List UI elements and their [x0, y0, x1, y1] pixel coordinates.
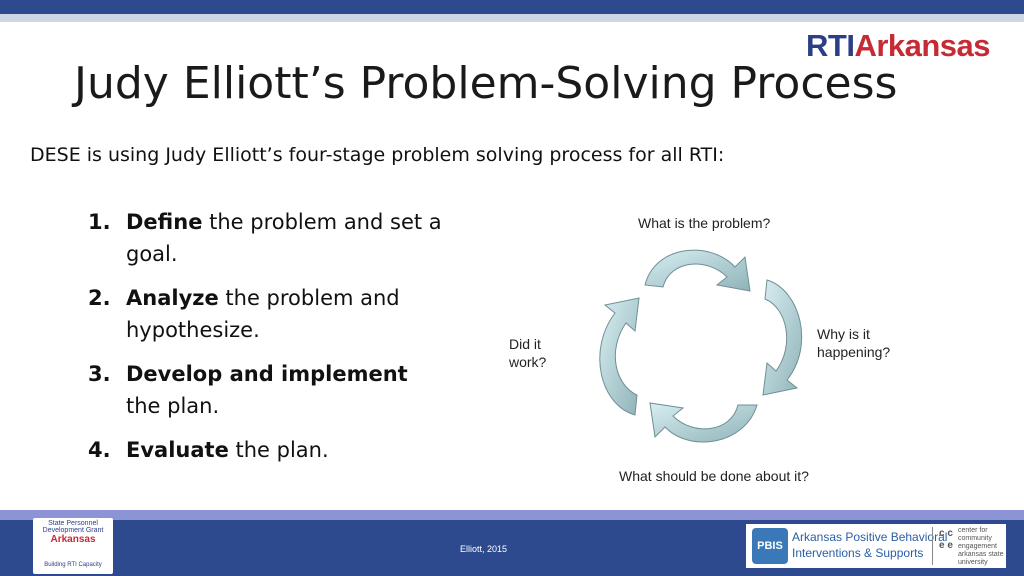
- logo-divider: [932, 527, 933, 565]
- ccee-line4: arkansas state: [958, 551, 1004, 558]
- step-keyword: Define: [126, 210, 203, 234]
- diagram-label-top: What is the problem?: [638, 215, 771, 231]
- footer-accent-strip: [0, 510, 1024, 520]
- cycle-arrow-top: [644, 249, 751, 292]
- slide-title: Judy Elliott’s Problem-Solving Process: [74, 58, 898, 109]
- step-text: the problem and set a goal.: [126, 210, 442, 266]
- diagram-label-right-line2: happening?: [817, 344, 891, 360]
- rti-arkansas-logo: RTIArkansas: [806, 28, 991, 64]
- cycle-arrow-bottom: [649, 402, 758, 443]
- step-keyword: Analyze: [126, 286, 219, 310]
- cycle-arrow-right: [762, 279, 803, 396]
- ccee-text: center for community engagement arkansas…: [958, 527, 1004, 567]
- diagram-label-right: Why is it happening?: [817, 325, 890, 361]
- ccee-mark: c c e e: [939, 528, 953, 551]
- pbis-text: Arkansas Positive Behavioral Interventio…: [792, 529, 947, 561]
- spdg-logo: State Personnel Development Grant Arkans…: [33, 518, 113, 574]
- problem-solving-cycle-diagram: What is the problem? Why is it happening…: [495, 205, 925, 490]
- step-item: 2. Analyze the problem and hypothesize.: [88, 282, 448, 346]
- step-text: the plan.: [126, 394, 220, 418]
- diagram-label-bottom: What should be done about it?: [619, 468, 809, 484]
- pbis-mark: PBIS: [752, 528, 788, 564]
- top-bar-accent: [0, 14, 1024, 22]
- pbis-logo-block: PBIS Arkansas Positive Behavioral Interv…: [746, 524, 1006, 568]
- diagram-label-left: Did it work?: [509, 335, 546, 371]
- ccee-line1: center for: [958, 527, 988, 534]
- steps-list: 1. Define the problem and set a goal. 2.…: [88, 206, 448, 478]
- slide-subtitle: DESE is using Judy Elliott’s four-stage …: [30, 144, 725, 166]
- diagram-label-left-line2: work?: [509, 354, 547, 370]
- step-keyword: Evaluate: [126, 438, 229, 462]
- step-item: 3. Develop and implement the plan.: [88, 358, 448, 422]
- footer-credit: Elliott, 2015: [460, 544, 508, 554]
- spdg-state-text: Arkansas: [50, 534, 96, 545]
- spdg-bottom-text: Building RTI Capacity: [44, 562, 102, 568]
- top-bar: [0, 0, 1024, 14]
- logo-state-text: Arkansas: [854, 28, 991, 63]
- spdg-arc-text: State Personnel Development Grant: [42, 520, 104, 534]
- ccee-line3: engagement: [958, 543, 997, 550]
- step-text: the plan.: [228, 438, 329, 462]
- step-number: 1.: [88, 210, 111, 234]
- step-number: 3.: [88, 362, 111, 386]
- logo-rti-text: RTI: [806, 28, 855, 63]
- pbis-line1: Arkansas Positive Behavioral: [792, 530, 948, 544]
- step-keyword: Develop and implement: [126, 362, 408, 386]
- diagram-label-left-line1: Did it: [509, 336, 541, 352]
- diagram-label-right-line1: Why is it: [817, 326, 870, 342]
- ccee-line2: community: [958, 535, 992, 542]
- step-item: 1. Define the problem and set a goal.: [88, 206, 448, 270]
- step-text: the problem and hypothesize.: [126, 286, 400, 342]
- step-number: 2.: [88, 286, 111, 310]
- step-number: 4.: [88, 438, 111, 462]
- ccee-line5: university: [958, 559, 988, 566]
- cycle-arrows: [599, 249, 803, 443]
- pbis-line2: Interventions & Supports: [792, 546, 924, 560]
- step-item: 4. Evaluate the plan.: [88, 434, 448, 466]
- cycle-arrow-left: [599, 297, 640, 416]
